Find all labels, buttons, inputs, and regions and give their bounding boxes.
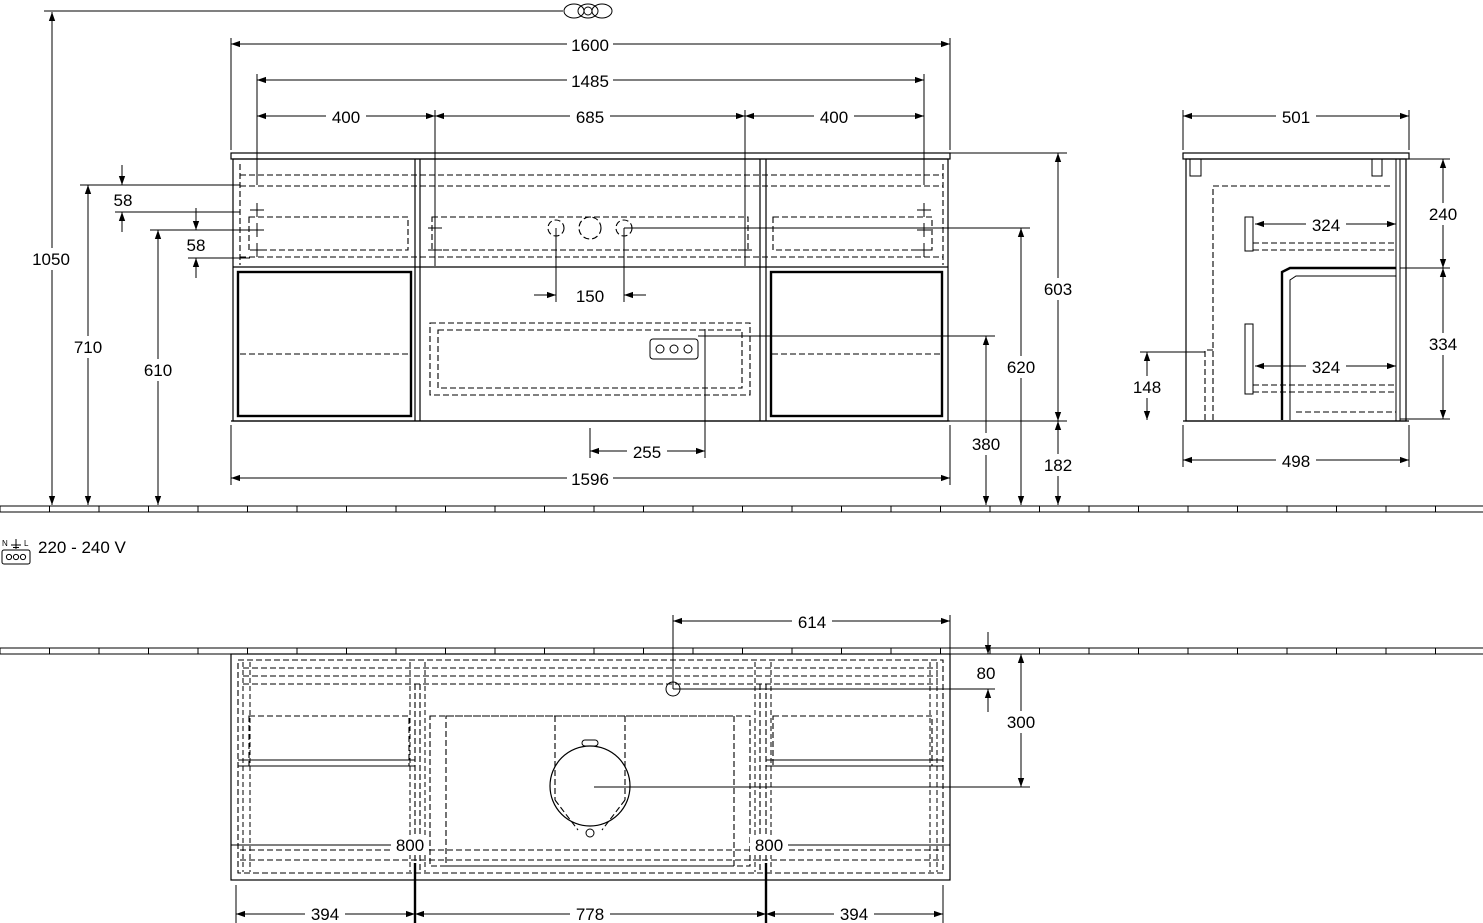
dim-height-603: 603	[1044, 280, 1072, 299]
dim-width-1600: 1600	[571, 36, 609, 55]
dim-divider-800-left: 800	[396, 836, 424, 855]
dim-overall-height: 1050	[32, 250, 70, 269]
dim-width-right-400: 400	[820, 108, 848, 127]
dim-offset-614: 614	[798, 613, 826, 632]
dim-rail-58-upper: 58	[114, 191, 133, 210]
dim-height-380: 380	[972, 435, 1000, 454]
dim-width-778: 778	[576, 905, 604, 923]
dim-width-1596: 1596	[571, 470, 609, 489]
top-view-cabinet	[230, 653, 951, 881]
floor-line-top	[0, 505, 1483, 513]
voltage-label: 220 - 240 V	[38, 538, 127, 557]
dim-width-center-685: 685	[576, 108, 604, 127]
dim-height-620: 620	[1007, 358, 1035, 377]
power-supply-icon: N L	[1, 539, 31, 565]
dim-width-1485: 1485	[571, 72, 609, 91]
dim-height-710: 710	[74, 338, 102, 357]
svg-text:L: L	[24, 539, 29, 548]
front-view-dimensions	[48, 12, 1067, 505]
dim-depth-501: 501	[1282, 108, 1310, 127]
dim-offset-300: 300	[1007, 713, 1035, 732]
dim-width-394-right: 394	[840, 905, 868, 923]
dim-height-334: 334	[1429, 335, 1457, 354]
wall-line-bottom	[0, 647, 1483, 655]
dimension-labels: 1050 710 610 58 58 1600 1485 400 685 400…	[28, 34, 1462, 923]
side-view-cabinet	[1182, 152, 1410, 422]
dim-width-394-left: 394	[311, 905, 339, 923]
dim-height-148: 148	[1133, 378, 1161, 397]
front-view-cabinet	[230, 152, 951, 422]
dim-height-610: 610	[144, 361, 172, 380]
top-view-dimensions	[231, 615, 1030, 923]
dim-divider-800-right: 800	[755, 836, 783, 855]
dim-width-left-400: 400	[332, 108, 360, 127]
dim-height-182: 182	[1044, 456, 1072, 475]
dim-drawer-324-upper: 324	[1312, 216, 1340, 235]
dim-rail-58-lower: 58	[187, 236, 206, 255]
washbasin-symbol-icon	[44, 3, 613, 19]
svg-text:N: N	[2, 539, 8, 548]
dim-depth-498: 498	[1282, 452, 1310, 471]
dim-offset-80: 80	[977, 664, 996, 683]
dim-socket-offset-255: 255	[633, 443, 661, 462]
dim-drawer-324-lower: 324	[1312, 358, 1340, 377]
dim-tap-spacing-150: 150	[576, 287, 604, 306]
dim-height-240: 240	[1429, 205, 1457, 224]
